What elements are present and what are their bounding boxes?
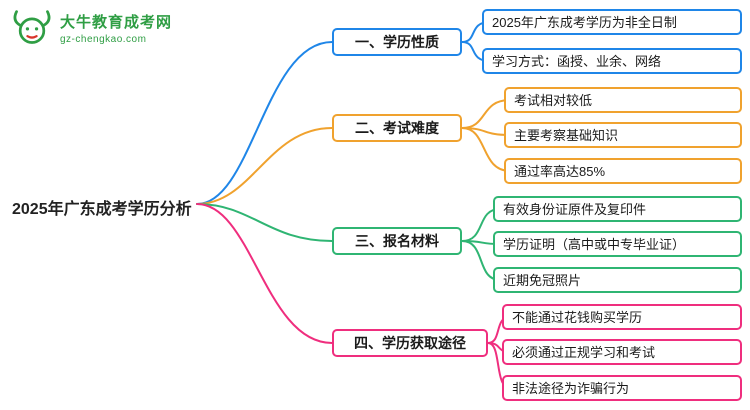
- branch-node-4: 四、学历获取途径: [332, 329, 488, 357]
- leaf-node-2-1: 考试相对较低: [504, 87, 742, 113]
- leaf-node-2-2: 主要考察基础知识: [504, 122, 742, 148]
- logo-title: 大牛教育成考网: [60, 14, 173, 31]
- leaf-node-1-2: 学习方式：函授、业余、网络: [482, 48, 742, 74]
- leaf-node-4-2: 必须通过正规学习和考试: [502, 339, 742, 365]
- curve-branch-2-leaf-3: [461, 127, 511, 172]
- leaf-node-3-2: 学历证明（高中或中专毕业证）: [493, 231, 742, 257]
- site-logo[interactable]: 大牛教育成考网 gz-chengkao.com: [10, 8, 172, 48]
- curve-root-branch-1: [196, 41, 333, 205]
- bull-icon: [13, 10, 51, 44]
- branch-node-1: 一、学历性质: [332, 28, 462, 56]
- leaf-node-3-3: 近期免冠照片: [493, 267, 742, 293]
- curve-root-branch-4: [196, 203, 333, 344]
- logo-subtitle: gz-chengkao.com: [60, 34, 147, 45]
- leaf-node-4-3: 非法途径为诈骗行为: [502, 375, 742, 401]
- curve-root-branch-2: [196, 127, 333, 205]
- curve-branch-2-leaf-1: [461, 99, 511, 129]
- root-node: 2025年广东成考学历分析: [12, 201, 192, 218]
- leaf-node-3-1: 有效身份证原件及复印件: [493, 196, 742, 222]
- leaf-node-4-1: 不能通过花钱购买学历: [502, 304, 742, 330]
- branch-node-2: 二、考试难度: [332, 114, 462, 142]
- curve-root-branch-3: [196, 203, 333, 242]
- leaf-node-1-1: 2025年广东成考学历为非全日制: [482, 9, 742, 35]
- branch-node-3: 三、报名材料: [332, 227, 462, 255]
- leaf-node-2-3: 通过率高达85%: [504, 158, 742, 184]
